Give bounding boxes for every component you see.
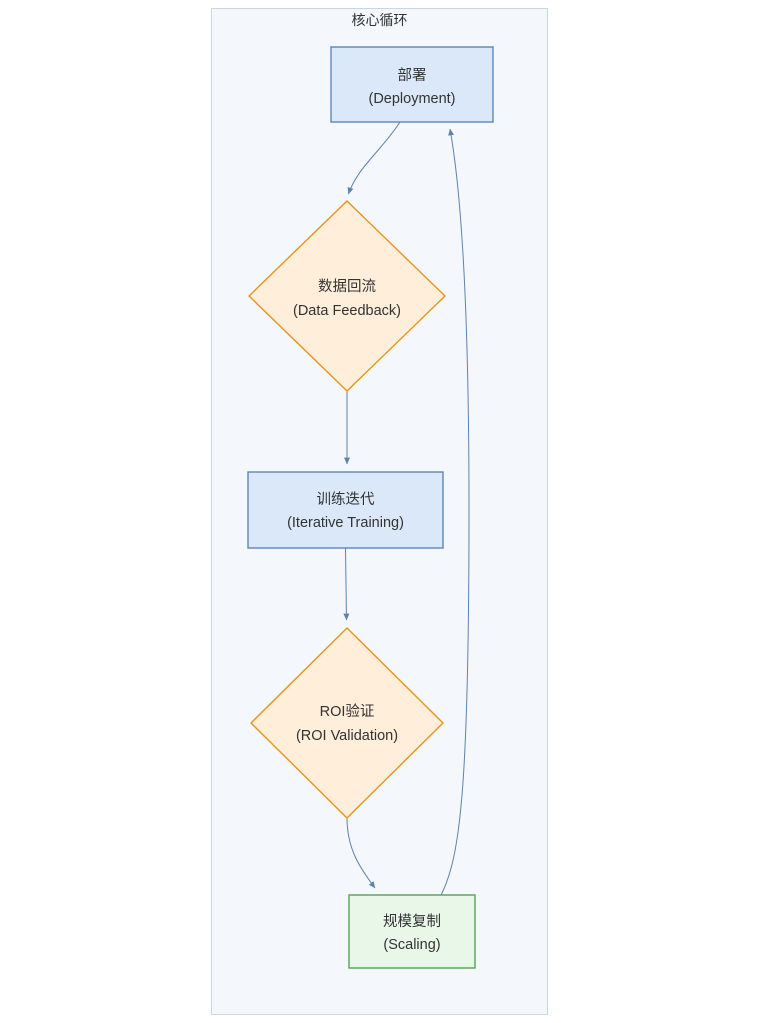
node-roi-validation-label-line2: (ROI Validation) (296, 728, 398, 744)
node-data-feedback-shape (247, 200, 447, 392)
edge-scaling-to-deployment (440, 128, 470, 896)
node-deployment-label-line2: (Deployment) (368, 91, 455, 107)
subgraph-title: 核心循环 (352, 12, 408, 28)
node-iterative-training-label-line2: (Iterative Training) (287, 515, 404, 531)
edge-deployment-to-feedback (347, 121, 401, 195)
node-roi-validation-label-line1: ROI验证 (320, 703, 375, 720)
node-iterative-training-shape (247, 471, 444, 549)
edge-validation-to-scaling (346, 817, 376, 889)
node-iterative-training-label-line1: 训练迭代 (317, 491, 375, 508)
node-scaling-shape (348, 894, 476, 969)
node-deployment-shape (330, 46, 494, 123)
node-iterative-training: 训练迭代 (Iterative Training) (247, 471, 444, 549)
edge-training-to-validation (343, 547, 350, 621)
node-deployment-label-line1: 部署 (398, 67, 427, 84)
node-scaling: 规模复制 (Scaling) (348, 894, 476, 969)
node-deployment: 部署 (Deployment) (330, 46, 494, 123)
node-data-feedback: 数据回流 (Data Feedback) (247, 200, 447, 392)
node-scaling-label-line1: 规模复制 (383, 912, 441, 930)
node-scaling-label-line2: (Scaling) (383, 937, 440, 953)
node-data-feedback-label-line2: (Data Feedback) (293, 303, 401, 319)
node-data-feedback-label-line1: 数据回流 (318, 278, 376, 295)
node-roi-validation-shape (250, 627, 444, 819)
node-roi-validation: ROI验证 (ROI Validation) (250, 627, 444, 819)
